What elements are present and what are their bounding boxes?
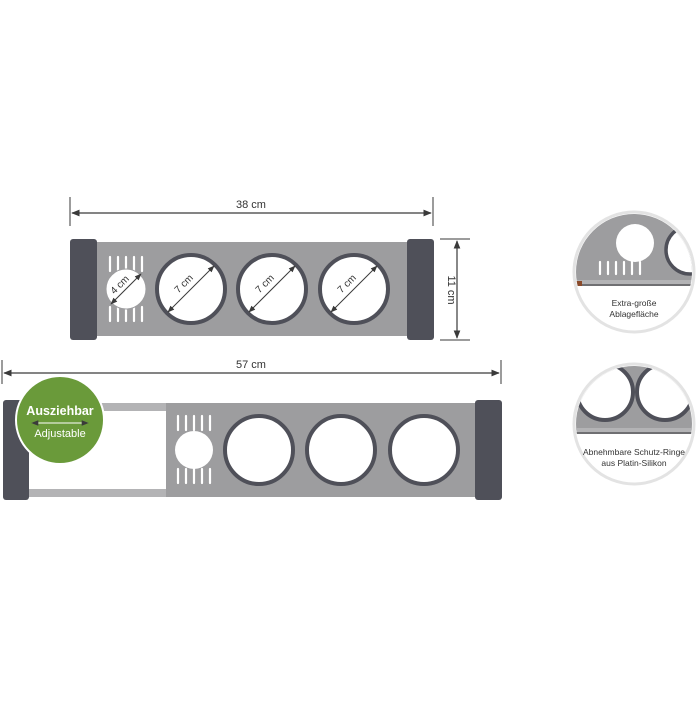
adjustable-badge: Ausziehbar Adjustable bbox=[15, 375, 105, 465]
dimension-label-top-width: 38 cm bbox=[236, 199, 266, 211]
detail-rings-line2: aus Platin-Silikon bbox=[601, 458, 666, 468]
detail-surface-line1: Extra-große bbox=[612, 298, 657, 308]
end-cap-right-extended bbox=[475, 400, 502, 500]
tray-extended bbox=[3, 400, 502, 500]
large-ring-extended-1 bbox=[223, 414, 295, 486]
small-ring-extended bbox=[175, 431, 213, 469]
dimension-width-extended: 57 cm bbox=[1, 359, 502, 384]
end-cap-right bbox=[407, 239, 434, 340]
end-cap-left bbox=[70, 239, 97, 340]
detail-rings-line1: Abnehmbare Schutz-Ringe bbox=[583, 447, 685, 457]
badge-label-en: Adjustable bbox=[34, 428, 85, 440]
ventilation-slots-extended bbox=[176, 414, 212, 485]
badge-label-de: Ausziehbar bbox=[26, 404, 94, 418]
ventilation-slots bbox=[108, 255, 144, 323]
detail-surface-line2: Ablagefläche bbox=[609, 309, 658, 319]
dimension-label-extended-width: 57 cm bbox=[236, 359, 266, 371]
large-ring-extended-3 bbox=[388, 414, 460, 486]
tray-compact: 4 cm 7 cm 7 cm 7 cm bbox=[70, 239, 434, 340]
dimension-width-top: 38 cm bbox=[69, 197, 434, 226]
detail-surface: Extra-große Ablagefläche bbox=[572, 210, 696, 334]
badge-circle bbox=[15, 375, 105, 465]
rail-bottom bbox=[26, 489, 168, 497]
large-ring-extended-2 bbox=[305, 414, 377, 486]
dimension-label-height: 11 cm bbox=[445, 275, 457, 304]
detail-rings: Abnehmbare Schutz-Ringe aus Platin-Silik… bbox=[572, 362, 696, 486]
dimension-height: 11 cm bbox=[440, 238, 470, 341]
